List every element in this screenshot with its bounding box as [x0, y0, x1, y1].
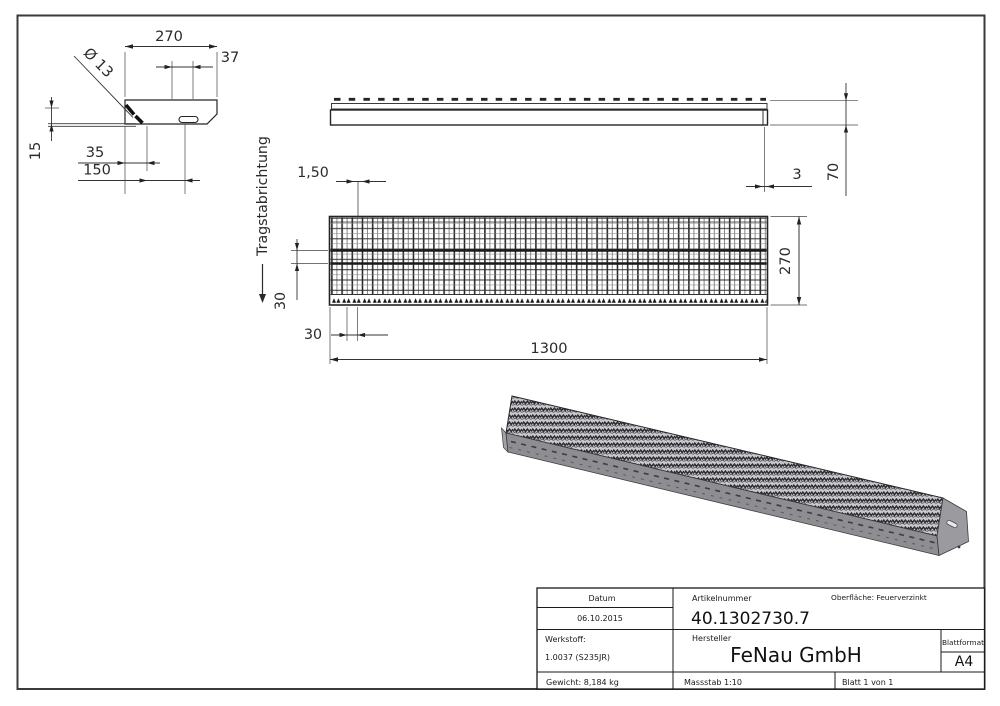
sheet-frame: [16, 14, 986, 690]
iso-bolt-hole: [957, 545, 961, 549]
dim-bar-thickness-label: 1,50: [297, 165, 329, 181]
werkstoff-value: 1.0037 (S235JR): [545, 653, 610, 662]
werkstoff-label: Werkstoff:: [545, 635, 586, 644]
title-block-border: [536, 587, 986, 690]
blattformat-label: Blattformat: [942, 638, 984, 647]
hole-leader-line: [73, 55, 134, 118]
front-view: 3 70: [329, 83, 858, 196]
dim-end-plate-label: 3: [792, 166, 801, 183]
gewicht-text: Gewicht: 8,184 kg: [546, 678, 619, 687]
oberflaeche-text: Oberfläche: Feuerverzinkt: [831, 593, 927, 602]
dim-slot-offset-label: 37: [221, 49, 240, 66]
dim-depth-label: 270: [777, 247, 794, 275]
plan-view: Tragstabrichtung 1,50 30: [255, 136, 807, 364]
side-detail-view: Ø 13 270 37 15: [27, 28, 239, 194]
dim-30-vertical: [291, 239, 328, 300]
lower-extension-lines: [124, 124, 186, 194]
hersteller-label: Hersteller: [692, 634, 732, 643]
dim-37: [156, 61, 213, 99]
dim-slot-distance-label: 150: [83, 162, 111, 179]
dim-70: [770, 83, 858, 196]
dim-270-top: [124, 44, 218, 97]
blatt-text: Blatt 1 von 1: [842, 678, 893, 687]
dim-15: [45, 97, 59, 141]
nose-lines: [48, 123, 136, 127]
title-block: Datum 06.10.2015 Artikelnummer Oberfläch…: [536, 587, 986, 690]
dim-height-label: 70: [825, 163, 842, 182]
artikelnummer-value: 40.1302730.7: [691, 609, 810, 629]
dim-mesh-vertical-label: 30: [273, 292, 289, 310]
dim-nose-height-label: 15: [27, 142, 44, 161]
artikelnummer-label: Artikelnummer: [692, 594, 752, 603]
bar-body: [329, 109, 769, 126]
dim-30-horizontal: [331, 307, 388, 341]
dim-1300: [329, 307, 768, 364]
hersteller-value: FeNau GmbH: [730, 643, 862, 667]
blattformat-value: A4: [955, 654, 974, 670]
direction-label: Tragstabrichtung: [255, 136, 271, 257]
dim-length-label: 1300: [530, 340, 567, 357]
datum-label: Datum: [588, 594, 615, 603]
dim-mesh-horizontal-label: 30: [304, 327, 322, 343]
bolt-hole-marks: [124, 103, 144, 125]
dim-hole-label: Ø 13: [80, 45, 117, 82]
slot-hole: [178, 115, 199, 124]
title-block-grid: [537, 588, 985, 689]
dim-35: [78, 160, 160, 166]
serration-strip: [330, 295, 767, 305]
massstab-text: Massstab 1:10: [684, 678, 742, 687]
isometric-view: [501, 395, 969, 557]
dim-1-50: [336, 179, 386, 216]
iso-front-dash-row-2: [509, 447, 938, 550]
dim-width-label: 270: [155, 28, 183, 45]
dim-hole-offset-label: 35: [86, 144, 105, 161]
dim-270-right: [770, 216, 807, 306]
iso-slot-hole: [946, 519, 958, 529]
dim-150: [78, 178, 200, 183]
direction-arrow: [259, 264, 266, 303]
dim-3: [746, 127, 812, 192]
grating-mesh: [330, 217, 767, 294]
top-strip: [331, 103, 768, 110]
datum-value: 06.10.2015: [577, 614, 623, 623]
